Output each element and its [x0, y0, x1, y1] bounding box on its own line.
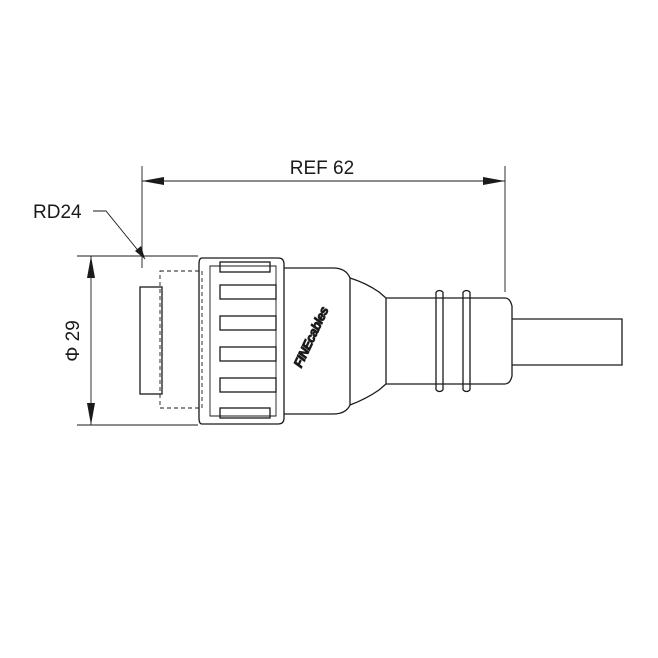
radius-leader-line	[93, 210, 146, 260]
diameter-label: Φ 29	[63, 320, 84, 362]
arrow-down-icon	[87, 403, 95, 425]
cable	[512, 318, 623, 366]
thread-sleeve	[159, 270, 203, 409]
strain-relief-ribs	[435, 289, 471, 393]
radius-label: RD24	[33, 202, 82, 223]
housing	[284, 267, 351, 415]
arrow-left-icon	[142, 177, 164, 185]
brand-text: FINEcables	[290, 304, 331, 370]
arrow-up-icon	[87, 256, 95, 278]
knurl-slots	[219, 261, 277, 419]
front-insert	[139, 286, 163, 395]
housing-taper	[349, 277, 387, 406]
diameter-dimension: Φ 29	[63, 255, 198, 426]
coupling-nut-inner	[209, 265, 277, 417]
coupling-nut	[198, 257, 285, 425]
radius-callout: RD24	[33, 202, 146, 260]
length-label: REF 62	[290, 158, 354, 179]
brand-logo: FINEcables	[290, 304, 332, 370]
arrow-right-icon	[483, 177, 505, 185]
strain-relief	[386, 297, 513, 385]
connector-body	[139, 257, 623, 425]
length-dimension: REF 62	[141, 158, 506, 292]
